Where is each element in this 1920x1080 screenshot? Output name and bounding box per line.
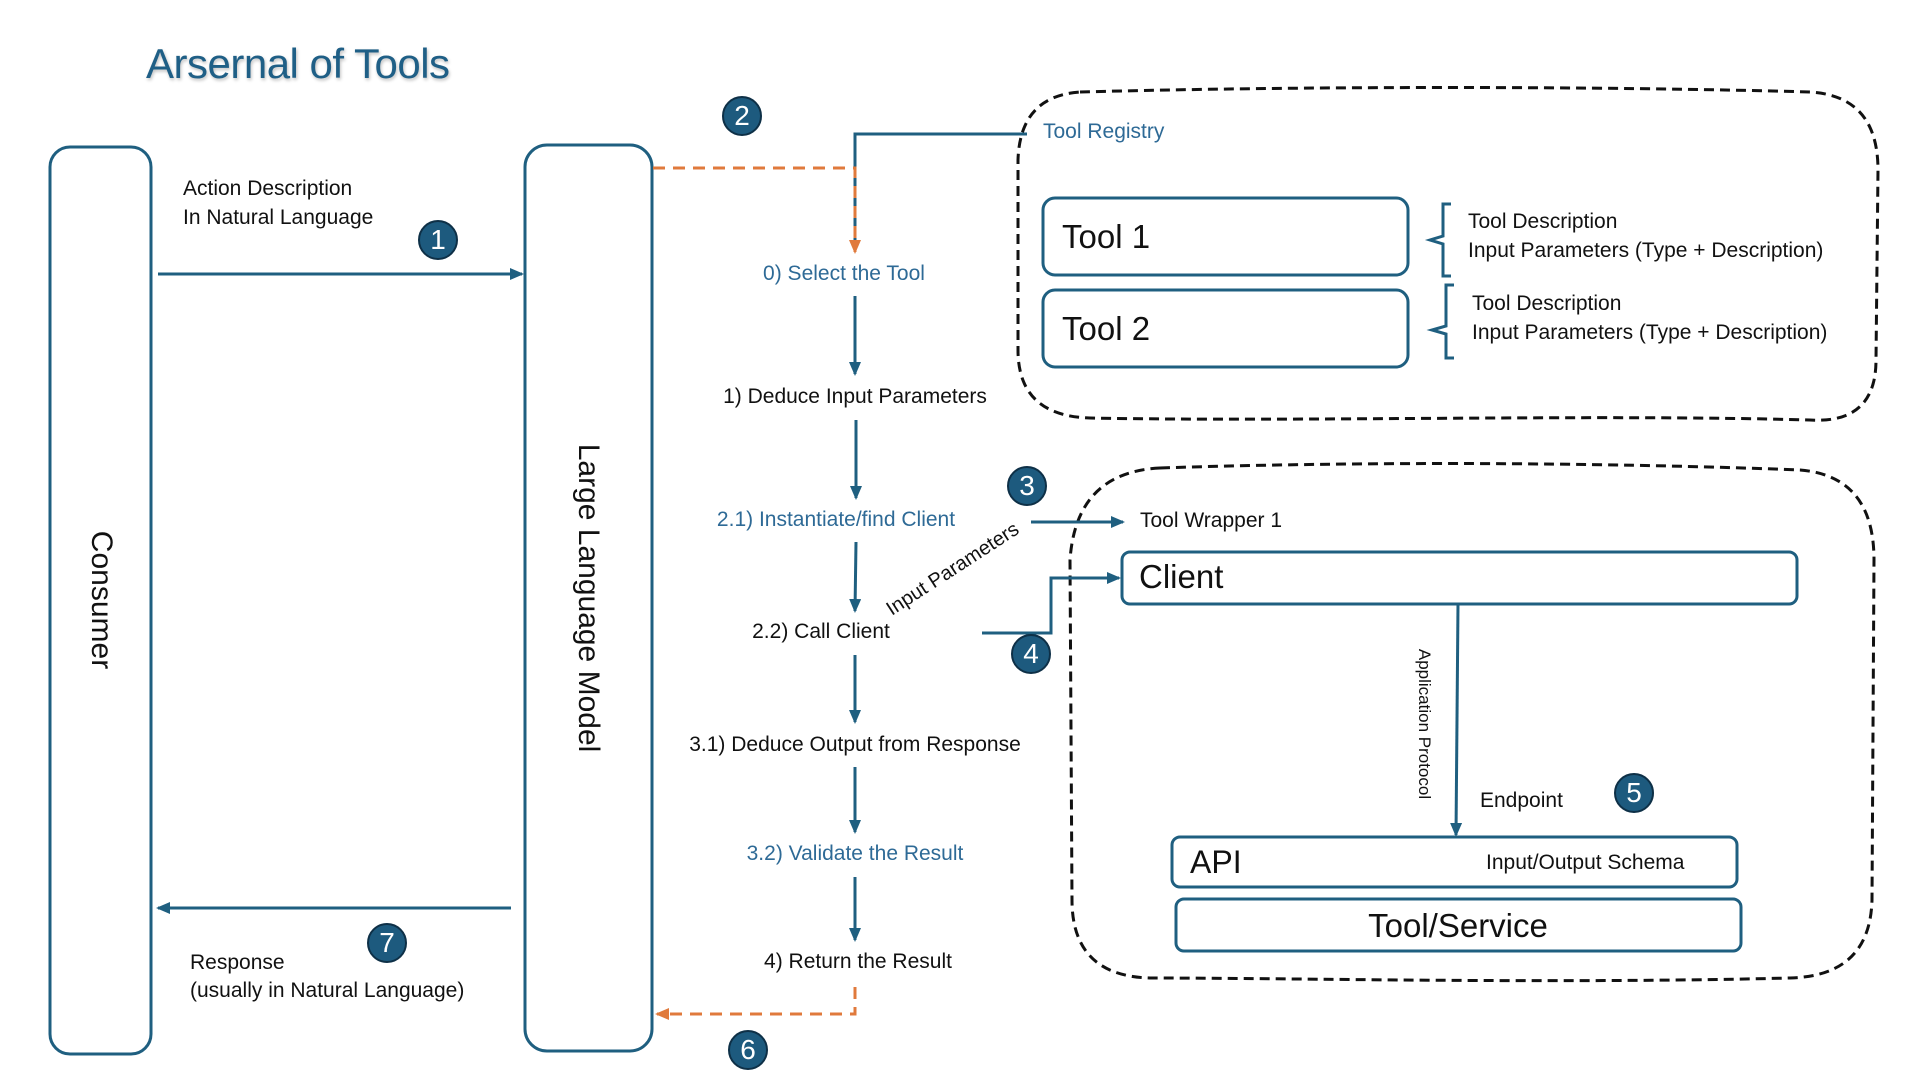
tool-2-name: Tool 2 [1062,310,1151,347]
tool-2-description: Tool Description [1472,292,1622,315]
io-schema-label: Input/Output Schema [1486,851,1685,874]
tool-1-name: Tool 1 [1062,218,1151,255]
step-badge-3: 3 [1007,466,1047,506]
application-protocol-arrow [1450,603,1463,837]
step-return-result: 4) Return the Result [764,950,952,973]
tool-wrapper-container [1068,462,1876,983]
step-select-tool: 0) Select the Tool [763,262,925,285]
tool-1-params: Input Parameters (Type + Description) [1468,239,1824,262]
step-badge-6: 6 [728,1030,768,1070]
tool-wrapper-label: Tool Wrapper 1 [1140,509,1283,532]
tool-2-box[interactable] [1041,288,1410,369]
input-parameters-arrow [982,572,1121,635]
request-label-line1: Action Description [183,177,353,200]
tool-2-brace [1426,283,1454,360]
step-deduce-output: 3.1) Deduce Output from Response [689,733,1021,756]
registry-connector [853,132,1027,250]
step-badge-5: 5 [1614,773,1654,813]
endpoint-label: Endpoint [1480,789,1563,812]
step-badge-2: 2 [722,96,762,136]
return-to-llm-dashed [655,987,857,1020]
step-call-client: 2.2) Call Client [752,620,890,643]
tool-1-description: Tool Description [1468,210,1618,233]
step-arrow [849,541,862,613]
tool-registry-container [1016,86,1880,422]
tool-service-box[interactable] [1174,897,1743,953]
step-badge-7: 7 [367,923,407,963]
request-label-line2: In Natural Language [183,206,374,229]
client-label: Client [1139,558,1224,595]
step-deduce-input: 1) Deduce Input Parameters [723,385,987,408]
response-label-line1: Response [190,951,285,974]
llm-label: Large Language Model [572,443,605,753]
step-validate-result: 3.2) Validate the Result [746,842,964,865]
api-box[interactable] [1170,835,1739,889]
step-badge-1: 1 [418,220,458,260]
api-label: API [1190,844,1242,880]
response-label-line2: (usually in Natural Language) [190,979,465,1002]
llm-to-select-dashed [653,166,861,254]
client-box[interactable] [1120,550,1799,606]
tool-service-label: Tool/Service [1368,907,1548,944]
consumer-box [48,145,153,1056]
tool-1-box[interactable] [1041,196,1410,277]
step-instantiate-client: 2.1) Instantiate/find Client [716,508,956,531]
tool-1-brace [1424,202,1451,278]
consumer-label: Consumer [85,530,118,670]
diagram-title: Arsernal of Tools [146,40,450,87]
llm-box [523,143,654,1053]
step-badge-4: 4 [1011,634,1051,674]
tool-2-params: Input Parameters (Type + Description) [1472,321,1828,344]
tool-registry-label: Tool Registry [1043,120,1165,143]
application-protocol-label: Application Protocol [1415,648,1434,800]
